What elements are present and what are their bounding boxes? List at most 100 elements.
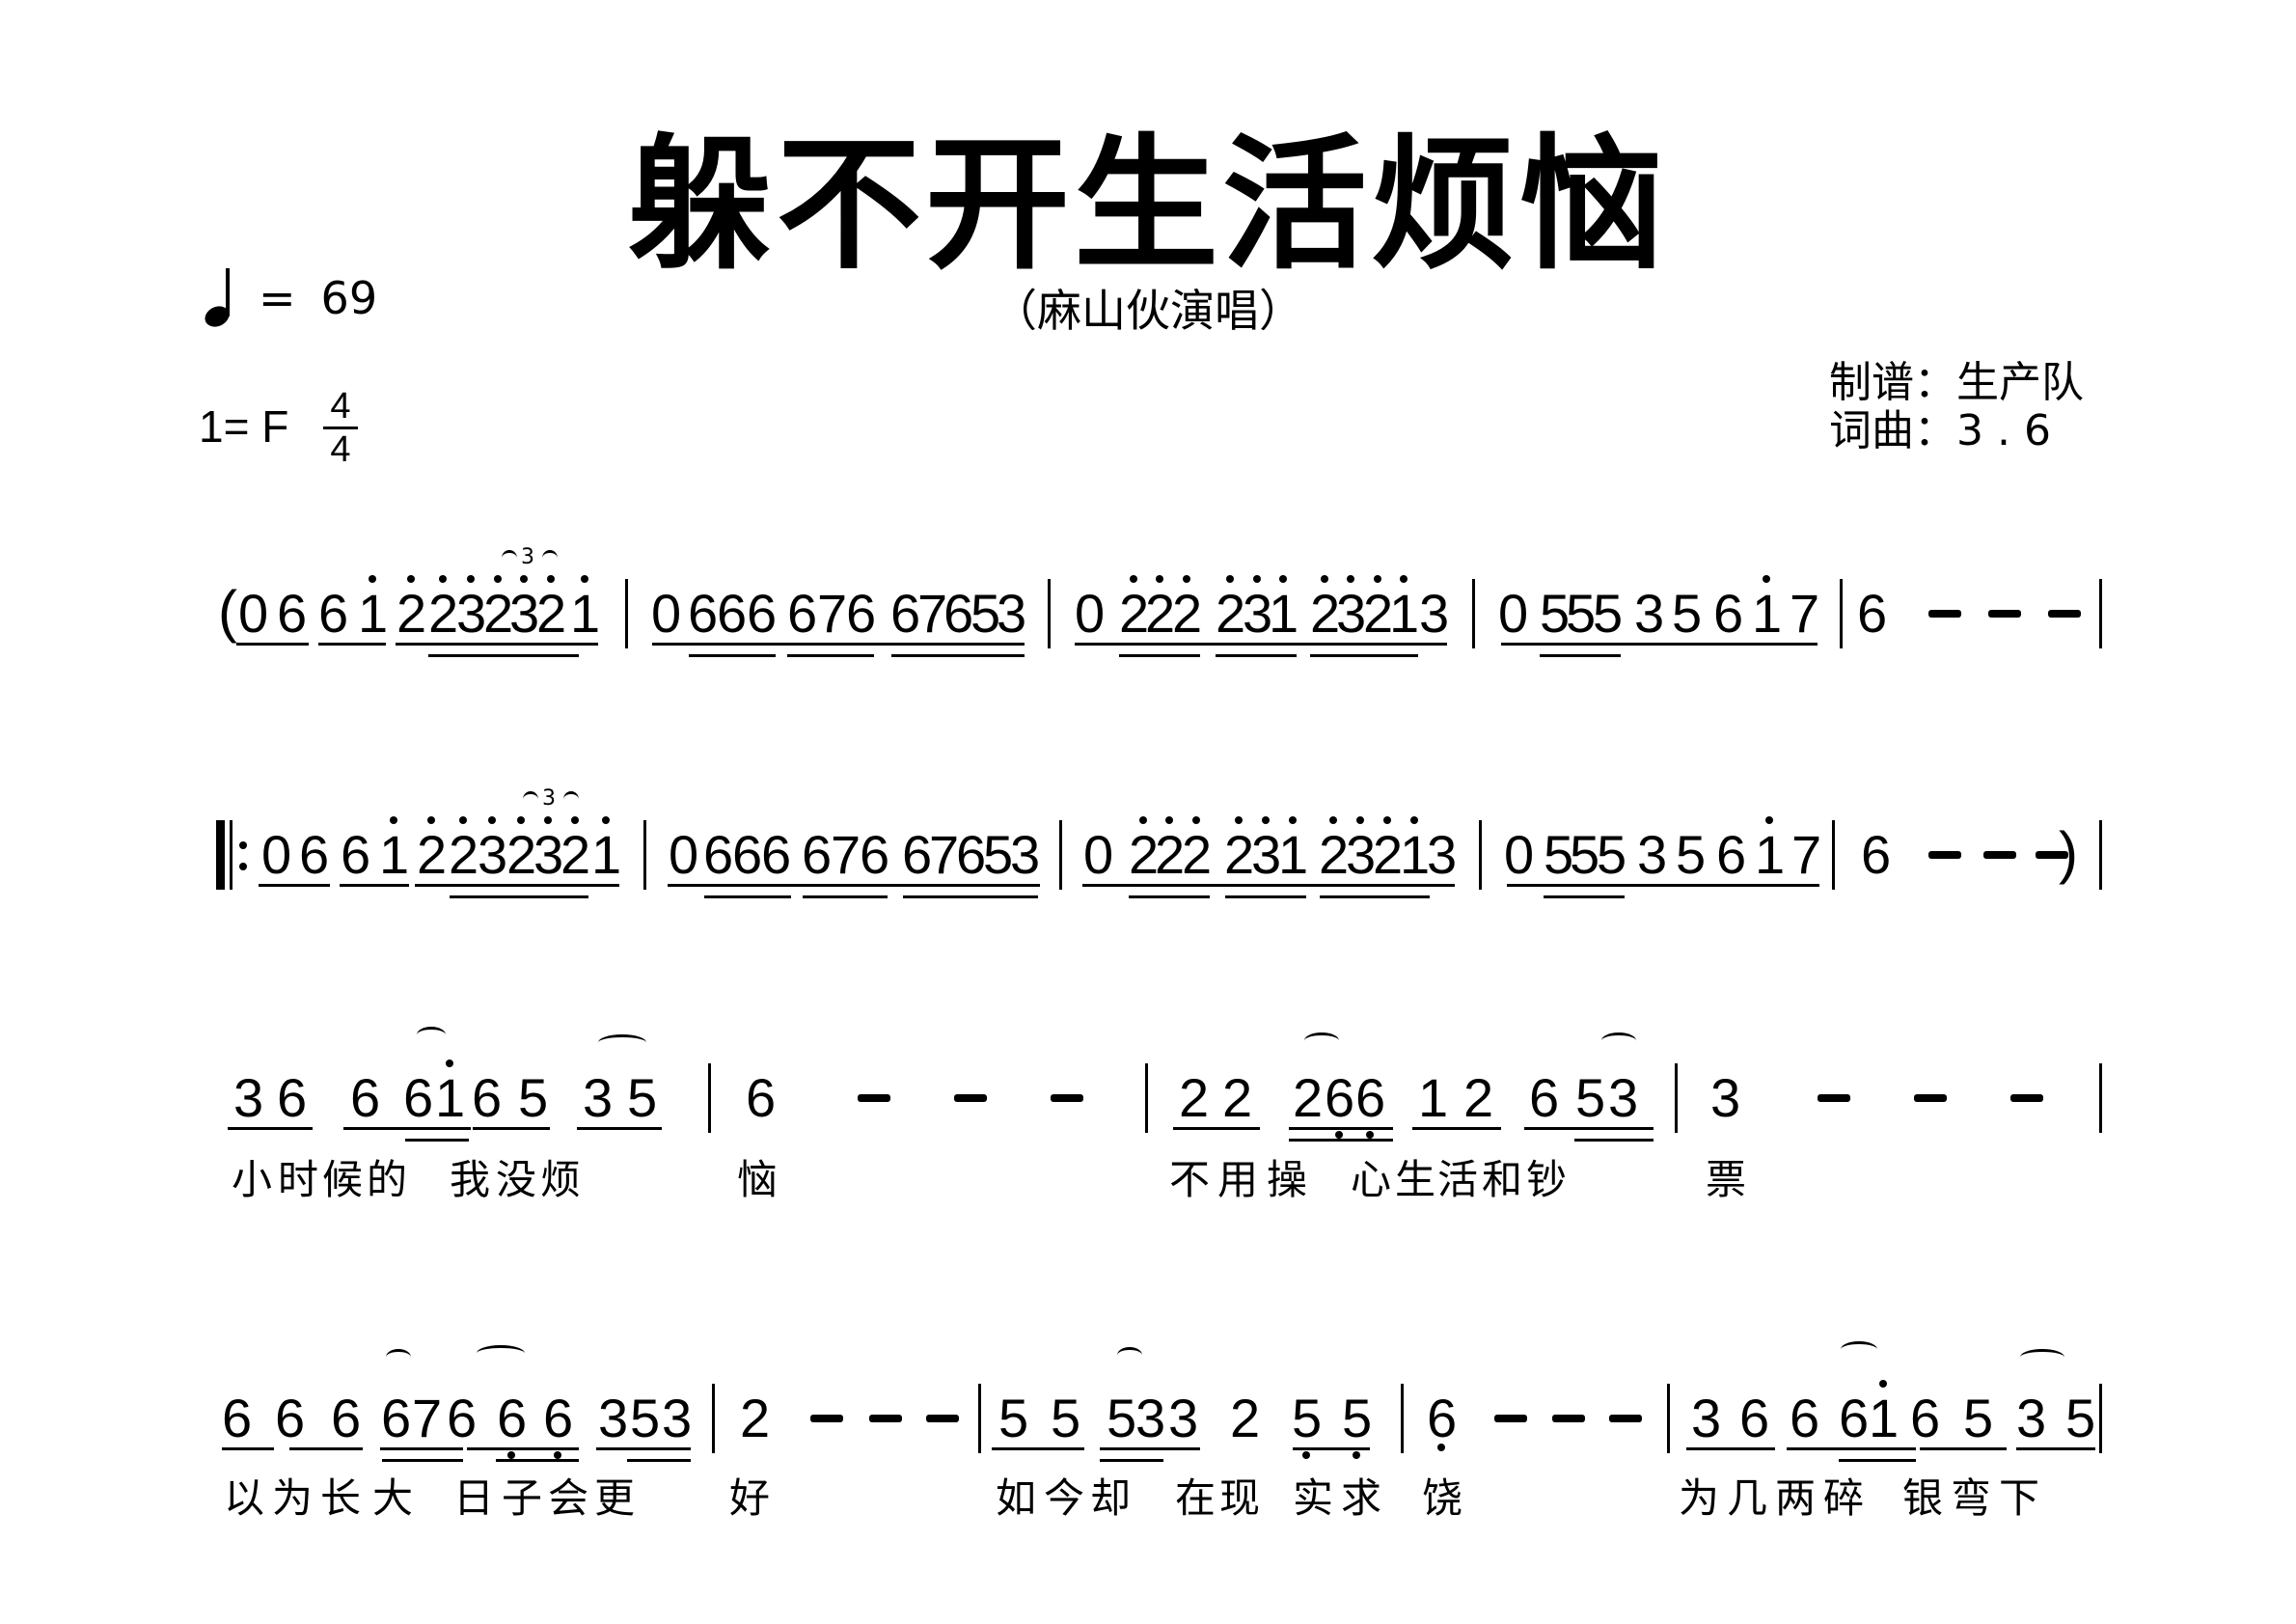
note: 7 <box>817 583 848 644</box>
note: 6 <box>747 583 778 644</box>
note: 5 <box>983 824 1014 885</box>
note: 6 <box>1861 824 1892 885</box>
note: 6 <box>1839 1388 1870 1448</box>
lyric-char: 如 <box>996 1474 1037 1522</box>
beam-underline <box>704 895 791 898</box>
barline <box>1145 1063 1148 1133</box>
beam-underline <box>627 1459 691 1462</box>
note: 6 <box>1910 1388 1941 1448</box>
beam-underline <box>1544 895 1625 898</box>
tempo-equals: = <box>259 272 296 324</box>
sustain-dash <box>869 1415 902 1422</box>
tempo-marking: = 69 <box>201 268 377 331</box>
sustain-dash <box>1914 1094 1947 1102</box>
note: 5 <box>1672 583 1703 644</box>
sustain-dash <box>858 1094 890 1102</box>
triplet-number: 3 <box>542 786 556 811</box>
lyric-char: 烦 <box>540 1156 582 1203</box>
octave-up-dot <box>1356 816 1364 824</box>
note: 6 <box>732 824 763 885</box>
lyric-char: 在 <box>1175 1474 1216 1522</box>
note: 2 <box>560 824 591 885</box>
octave-up-dot <box>1374 575 1381 583</box>
octave-up-dot <box>1347 575 1354 583</box>
lyric-char: 会 <box>548 1474 589 1522</box>
note: 3 <box>533 824 564 885</box>
octave-up-dot <box>1192 816 1200 824</box>
note: 1 <box>1869 1388 1900 1448</box>
note: 6 <box>1713 583 1744 644</box>
note: 3 <box>1010 824 1041 885</box>
beam-underline <box>596 1447 691 1450</box>
octave-up-dot <box>1165 816 1173 824</box>
note: 6 <box>381 1388 412 1448</box>
beam-underline <box>259 884 330 887</box>
note: 3 <box>1336 583 1367 644</box>
performer-subtitle: （麻山伙演唱） <box>993 285 1303 337</box>
note: 6 <box>472 1067 503 1128</box>
lyric-char: 候 <box>322 1156 364 1203</box>
beam-underline <box>467 1447 579 1450</box>
tie-slur <box>477 1345 525 1362</box>
triplet-number: 3 <box>521 545 534 569</box>
beam-underline <box>577 1127 662 1130</box>
note: 5 <box>1107 1388 1137 1448</box>
lyric-char: 两 <box>1775 1474 1817 1522</box>
lyric-char: 小 <box>232 1156 273 1203</box>
note: 7 <box>412 1388 443 1448</box>
beam-underline <box>1574 1139 1654 1142</box>
beam-underline <box>415 884 619 887</box>
note: 6 <box>1355 1067 1386 1128</box>
note: 3 <box>1346 824 1377 885</box>
note: 6 <box>277 1067 308 1128</box>
note: 6 <box>543 1388 574 1448</box>
tie-slur <box>1841 1341 1877 1358</box>
note: 1 <box>358 583 389 644</box>
lyric-char: 心 <box>1351 1156 1392 1203</box>
sustain-dash <box>1988 610 2021 618</box>
barline <box>1479 820 1482 890</box>
time-signature-top: 4 <box>330 386 351 427</box>
beam-underline <box>236 643 309 646</box>
beam-underline <box>689 654 776 657</box>
beam-underline <box>1787 1447 1916 1450</box>
beam-underline <box>1501 643 1818 646</box>
tie-slur <box>2020 1349 2064 1365</box>
lyric-char: 好 <box>729 1474 771 1522</box>
lyric-char: 几 <box>1727 1474 1768 1522</box>
note: 2 <box>1363 583 1394 644</box>
lyric-char: 恼 <box>737 1156 779 1203</box>
note: 6 <box>802 824 833 885</box>
note: 0 <box>1498 583 1529 644</box>
note: 6 <box>703 824 734 885</box>
note: 5 <box>1597 824 1627 885</box>
note: 5 <box>970 583 1001 644</box>
note: 6 <box>497 1388 528 1448</box>
note: 6 <box>350 1067 381 1128</box>
lyric-char: 更 <box>594 1474 636 1522</box>
note: 6 <box>890 583 921 644</box>
beam-underline <box>1082 884 1455 887</box>
octave-up-dot <box>1765 816 1773 824</box>
note: 5 <box>1963 1388 1994 1448</box>
beam-underline <box>1129 895 1210 898</box>
note: 5 <box>1342 1388 1373 1448</box>
barline <box>1472 579 1475 648</box>
sustain-dash <box>1818 1094 1850 1102</box>
lyric-char: 大 <box>372 1474 414 1522</box>
beam-underline <box>1507 884 1819 887</box>
tie-slur <box>386 1349 411 1365</box>
note: 1 <box>379 824 410 885</box>
sustain-dash <box>2010 1094 2043 1102</box>
note: 5 <box>1540 583 1571 644</box>
credit-arranger: 制谱：生产队 <box>1829 358 2084 407</box>
tie-slur <box>598 1034 646 1051</box>
barline <box>712 1384 715 1453</box>
lyric-char: 今 <box>1044 1474 1085 1522</box>
repeat-dot <box>239 841 247 849</box>
tie-slur <box>563 791 579 808</box>
octave-up-dot <box>1763 575 1770 583</box>
lyric-char: 实 <box>1293 1474 1334 1522</box>
octave-up-dot <box>571 816 579 824</box>
octave-up-dot <box>602 816 610 824</box>
